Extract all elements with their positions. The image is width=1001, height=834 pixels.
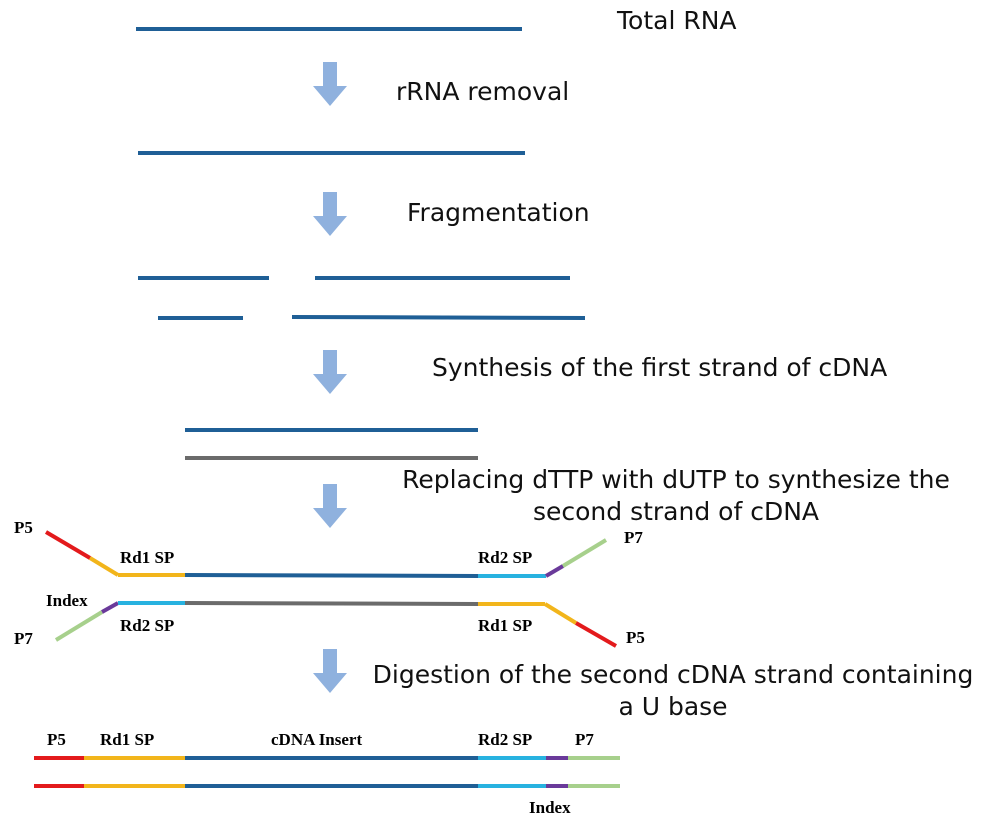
down-arrow-icon: [313, 649, 347, 693]
step-fragmentation: Fragmentation: [407, 198, 590, 227]
label-cdna-insert: cDNA Insert: [271, 730, 362, 749]
adapter-ligated-top-strand: [44, 530, 608, 578]
step-digestion-line1: Digestion of the second cDNA strand cont…: [373, 660, 974, 689]
p5-adapter-segment: [575, 621, 617, 648]
step-digestion-line2: a U base: [618, 692, 727, 721]
label-p7: P7: [14, 629, 33, 648]
label-index: Index: [529, 798, 571, 817]
step-rrna-removal: rRNA removal: [396, 77, 569, 106]
p7-adapter-segment: [54, 610, 104, 642]
p5-adapter-segment: [44, 530, 92, 560]
step-total-rna: Total RNA: [616, 6, 737, 35]
step-first-strand: Synthesis of the first strand of cDNA: [432, 353, 887, 382]
down-arrow-icon: [313, 192, 347, 236]
label-p7: P7: [575, 730, 594, 749]
down-arrow-icon: [313, 350, 347, 394]
p7-adapter-segment: [561, 538, 608, 568]
fragment-4: [291, 315, 586, 320]
label-p5: P5: [626, 628, 645, 647]
label-index: Index: [46, 591, 88, 610]
step-second-strand-line2: second strand of cDNA: [533, 497, 819, 526]
label-p5: P5: [14, 518, 33, 537]
index-segment: [544, 564, 565, 578]
label-p7: P7: [624, 528, 643, 547]
step-second-strand-line1: Replacing dTTP with dUTP to synthesize t…: [402, 465, 950, 494]
label-rd1-sp: Rd1 SP: [100, 730, 154, 749]
rd1-sp-segment: [543, 602, 578, 625]
label-rd1-sp: Rd1 SP: [478, 616, 532, 635]
label-p5: P5: [47, 730, 66, 749]
down-arrow-icon: [313, 484, 347, 528]
index-segment: [101, 601, 119, 614]
down-arrow-icon: [313, 62, 347, 106]
label-rd2-sp: Rd2 SP: [120, 616, 174, 635]
insert-segment: [184, 573, 479, 578]
adapter-ligated-bottom-strand: [54, 601, 617, 648]
rd1-sp-segment: [88, 556, 120, 577]
label-rd1-sp: Rd1 SP: [120, 548, 174, 567]
label-rd2-sp: Rd2 SP: [478, 548, 532, 567]
insert-segment: [184, 601, 479, 606]
label-rd2-sp: Rd2 SP: [478, 730, 532, 749]
